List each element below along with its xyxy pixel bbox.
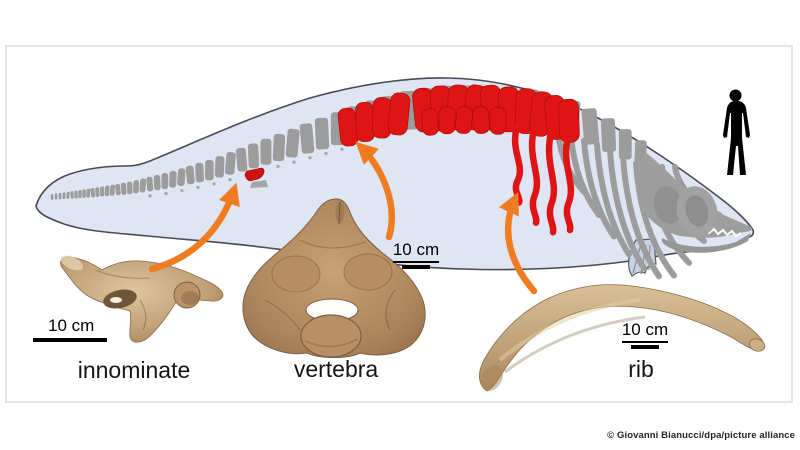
scale-bar-innominate-label: 10 cm — [48, 316, 95, 335]
scale-bar-rib-bar — [631, 345, 659, 349]
scale-bar-vertebra-bar — [402, 265, 430, 269]
scale-bar-vertebra: 10 cm — [392, 240, 440, 269]
arrow-vertebra-icon — [355, 141, 395, 241]
skull — [635, 152, 753, 253]
arrow-rib-icon — [498, 191, 538, 295]
annotation-arrows — [148, 141, 538, 295]
scapula — [653, 186, 683, 224]
label-vertebra: vertebra — [293, 356, 379, 382]
photo-credit: © Giovanni Bianucci/dpa/picture alliance — [607, 430, 795, 441]
arrow-innominate-icon — [148, 182, 240, 273]
label-rib: rib — [628, 356, 654, 382]
scale-bar-innominate-bar — [33, 338, 107, 342]
scale-bar-vertebra-label: 10 cm — [392, 240, 440, 263]
rib-fossil-photo — [479, 284, 766, 392]
scale-bar-rib-label: 10 cm — [621, 320, 669, 343]
human-silhouette-icon — [723, 89, 750, 175]
scale-bar-innominate: 10 cm — [33, 316, 107, 342]
innominate-fossil-photo — [60, 255, 224, 343]
label-innominate: innominate — [77, 357, 191, 383]
scale-bar-rib: 10 cm — [621, 320, 669, 349]
innominate-in-skeleton — [245, 167, 268, 188]
highlighted-fossil-bones — [337, 84, 580, 236]
vertebra-fossil-photo — [242, 198, 426, 358]
